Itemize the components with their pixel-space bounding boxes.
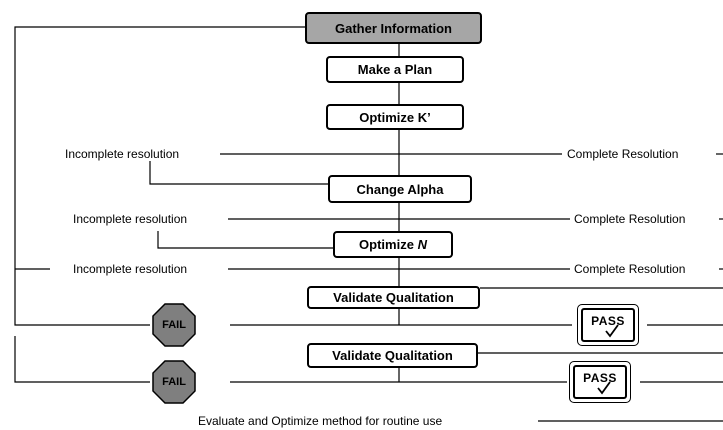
stop-octagon-icon (152, 360, 196, 404)
evaluate-optimize-label: Evaluate and Optimize method for routine… (197, 414, 444, 428)
make-a-plan-box: Make a Plan (326, 56, 464, 83)
fail-label-1: FAIL (162, 319, 186, 331)
optimize-n-box: Optimize N (333, 231, 453, 258)
complete-resolution-label-2: Complete Resolution (573, 212, 687, 226)
checkmark-icon (597, 381, 611, 395)
validate-qualitation-box-2: Validate Qualitation (307, 343, 478, 368)
complete-resolution-label-1: Complete Resolution (566, 147, 680, 161)
optimize-k-label: Optimize K’ (359, 109, 431, 125)
fail-label-2: FAIL (162, 376, 186, 388)
optimize-n-variable: N (417, 237, 427, 252)
validate-qualitation-label-1: Validate Qualitation (333, 290, 454, 305)
optimize-k-box: Optimize K’ (326, 104, 464, 130)
incomplete-resolution-label-1: Incomplete resolution (64, 147, 181, 161)
validate-qualitation-box-1: Validate Qualitation (307, 286, 480, 309)
gather-information-label: Gather Information (334, 20, 452, 36)
make-a-plan-label: Make a Plan (357, 62, 433, 77)
validate-qualitation-label-2: Validate Qualitation (332, 348, 453, 363)
pass-badge-2: PASS (569, 361, 631, 403)
optimize-n-prefix: Optimize (359, 237, 418, 252)
change-alpha-label: Change Alpha (356, 181, 444, 197)
pass-label-1: PASS (591, 314, 625, 328)
pass-badge-1: PASS (577, 304, 639, 346)
complete-resolution-label-3: Complete Resolution (573, 262, 687, 276)
pass-label-2: PASS (583, 371, 617, 385)
incomplete-resolution-label-3: Incomplete resolution (72, 262, 189, 276)
optimize-n-label: Optimize N (359, 237, 427, 252)
fail-badge-1: FAIL (152, 303, 196, 347)
fail-badge-2: FAIL (152, 360, 196, 404)
stop-octagon-icon (152, 303, 196, 347)
change-alpha-box: Change Alpha (328, 175, 472, 203)
checkmark-icon (605, 324, 619, 338)
incomplete-resolution-label-2: Incomplete resolution (72, 212, 189, 226)
gather-information-box: Gather Information (305, 12, 482, 44)
